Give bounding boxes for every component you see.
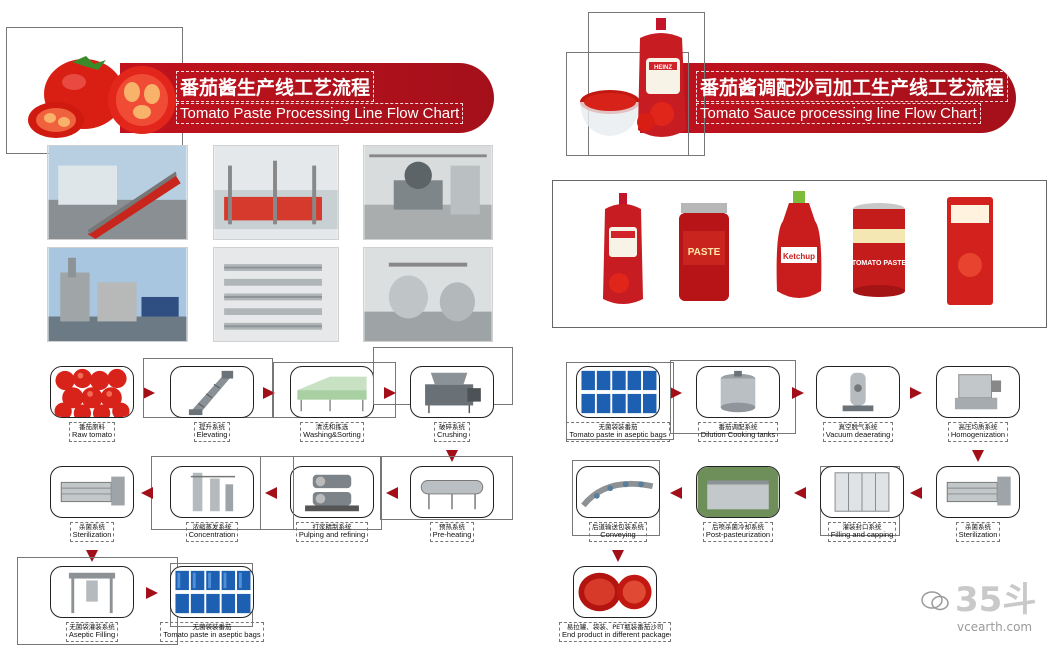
- arrow-left: [265, 487, 277, 499]
- product-ketchup-bottle: Ketchup: [776, 191, 822, 298]
- photo-plant: [47, 247, 188, 342]
- photo-conveyor: [47, 145, 188, 240]
- sauce-image-frame: [588, 12, 705, 156]
- heinz-label: HEINZ: [654, 65, 672, 71]
- photo-machinery: [363, 145, 493, 240]
- node-frame: [260, 456, 382, 530]
- arrow-left: [141, 487, 153, 499]
- tomato-image: [24, 42, 184, 142]
- right-title-banner: [640, 63, 1016, 133]
- arrow-right: [384, 387, 396, 399]
- left-title-banner: [120, 63, 494, 133]
- photo-pipes: [213, 247, 339, 342]
- product-paste-jar: PASTE: [679, 203, 729, 301]
- watermark: 35斗 vcearth.com: [913, 570, 1043, 650]
- arrow-right: [146, 587, 158, 599]
- product-sachet: [947, 197, 993, 305]
- arrow-left: [794, 487, 806, 499]
- arrow-down: [86, 550, 98, 562]
- products-panel: PASTE Ketchup TOMATO PASTE: [552, 180, 1047, 328]
- arrow-left: [386, 487, 398, 499]
- arrow-right: [670, 387, 682, 399]
- watermark-logo: 35斗: [955, 580, 1037, 620]
- arrow-left: [910, 487, 922, 499]
- ketchup-label: Ketchup: [783, 252, 815, 261]
- node-frame: [566, 362, 674, 440]
- paste-label: PASTE: [688, 247, 721, 258]
- wechat-icon: [921, 591, 949, 611]
- arrow-right: [143, 387, 155, 399]
- product-tin-can: TOMATO PASTE: [852, 203, 907, 297]
- arrow-right: [792, 387, 804, 399]
- sauce-image: HEINZ: [576, 18, 696, 154]
- product-pouch: [603, 193, 643, 304]
- node-frame: [380, 456, 513, 520]
- watermark-url: vcearth.com: [957, 620, 1033, 634]
- arrow-right: [910, 387, 922, 399]
- arrow-right: [263, 387, 275, 399]
- arrow-down: [972, 450, 984, 462]
- photo-tanks: [363, 247, 493, 342]
- photo-washing: [213, 145, 339, 240]
- arrow-down: [612, 550, 624, 562]
- arrow-left: [670, 487, 682, 499]
- can-label: TOMATO PASTE: [852, 260, 907, 267]
